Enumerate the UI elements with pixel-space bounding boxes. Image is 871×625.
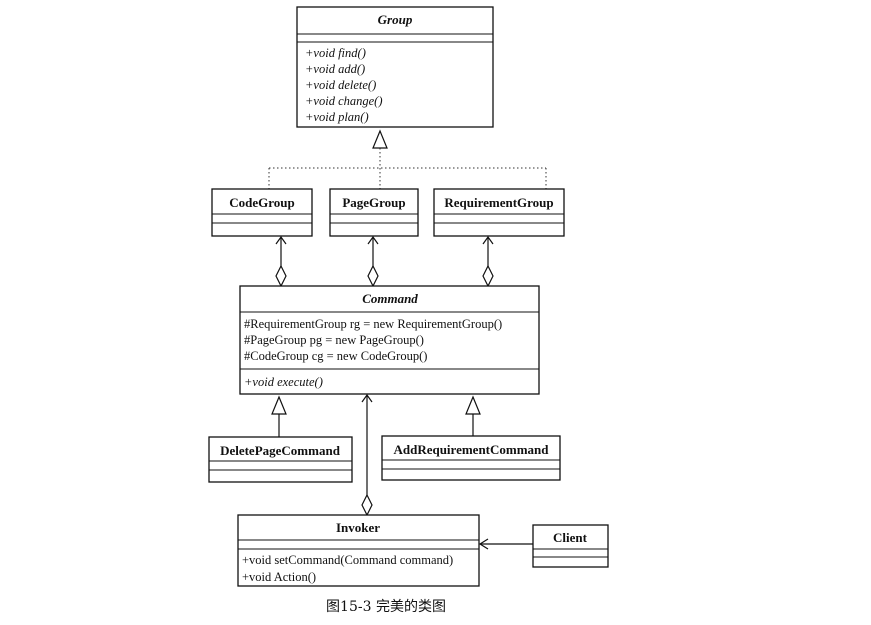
class-code-group: CodeGroup bbox=[211, 188, 313, 237]
class-name: Command bbox=[362, 291, 418, 306]
method: +void plan() bbox=[305, 110, 369, 124]
class-client: Client bbox=[532, 524, 609, 568]
method: +void add() bbox=[305, 62, 365, 76]
class-requirement-group: RequirementGroup bbox=[433, 188, 565, 237]
class-name: DeletePageCommand bbox=[220, 443, 341, 458]
attribute: #CodeGroup cg = new CodeGroup() bbox=[244, 349, 427, 363]
method: +void setCommand(Command command) bbox=[242, 553, 453, 567]
class-name: PageGroup bbox=[342, 195, 405, 210]
association-connector-client bbox=[478, 538, 533, 550]
aggregation-diamond bbox=[361, 493, 373, 517]
class-page-group: PageGroup bbox=[329, 188, 419, 237]
method: +void change() bbox=[305, 94, 383, 108]
attribute: #RequirementGroup rg = new RequirementGr… bbox=[244, 317, 502, 331]
class-name: RequirementGroup bbox=[444, 195, 553, 210]
realization-triangle bbox=[372, 129, 388, 149]
aggregation-diamond bbox=[482, 264, 494, 288]
class-name: Client bbox=[553, 530, 588, 545]
class-add-requirement-command: AddRequirementCommand bbox=[381, 435, 561, 481]
class-command: Command #RequirementGroup rg = new Requi… bbox=[239, 285, 540, 395]
class-delete-page-command: DeletePageCommand bbox=[208, 436, 353, 483]
aggregation-connectors-groups bbox=[275, 235, 494, 288]
class-name: Invoker bbox=[336, 520, 380, 535]
aggregation-diamond bbox=[275, 264, 287, 288]
generalization-connectors bbox=[271, 395, 481, 437]
class-group: Group +void find() +void add() +void del… bbox=[296, 6, 494, 128]
method: +void find() bbox=[305, 46, 366, 60]
class-invoker: Invoker +void setCommand(Command command… bbox=[237, 514, 480, 587]
generalization-triangle bbox=[271, 395, 287, 415]
realization-connectors bbox=[268, 129, 547, 189]
attribute: #PageGroup pg = new PageGroup() bbox=[244, 333, 424, 347]
method: +void Action() bbox=[242, 570, 316, 584]
figure-caption: 图15-3 完美的类图 bbox=[326, 599, 446, 615]
class-name: Group bbox=[378, 12, 413, 27]
method: +void delete() bbox=[305, 78, 376, 92]
method: +void execute() bbox=[244, 375, 323, 389]
class-name: AddRequirementCommand bbox=[393, 442, 549, 457]
aggregation-diamond bbox=[367, 264, 379, 288]
generalization-triangle bbox=[465, 395, 481, 415]
aggregation-connector-invoker bbox=[361, 393, 373, 517]
class-name: CodeGroup bbox=[229, 195, 295, 210]
